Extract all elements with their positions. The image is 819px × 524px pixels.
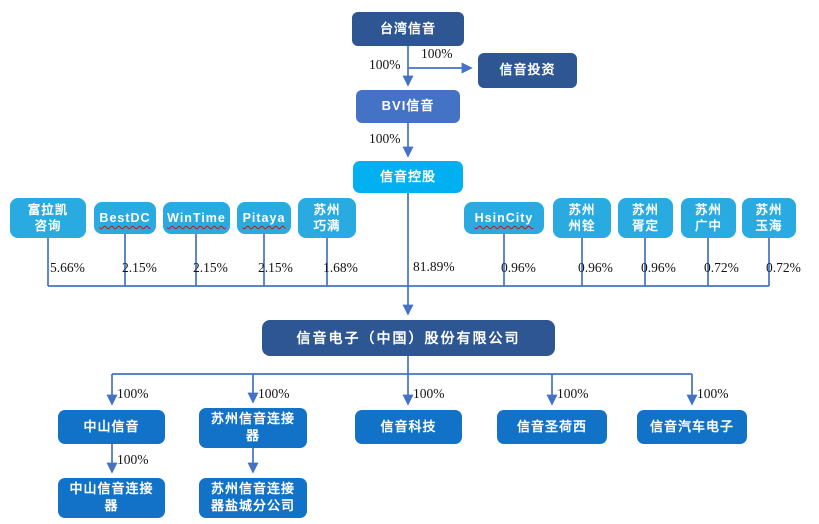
ownership-pct-label: 5.66%	[50, 260, 85, 275]
node-main-company: 信音电子（中国）股份有限公司	[262, 320, 555, 356]
node-subsidiary-xinyin-automotive: 信音汽车电子	[637, 410, 747, 444]
node-xinyin-holding: 信音控股	[353, 161, 463, 193]
ownership-pct-label: 81.89%	[413, 259, 455, 274]
node-label: 器	[245, 428, 260, 443]
ownership-pct-label: 100%	[369, 131, 401, 146]
node-shareholder-bestdc: BestDC	[94, 202, 156, 234]
ownership-pct-label: 100%	[413, 386, 445, 401]
ownership-pct-label: 0.96%	[501, 260, 536, 275]
node-label: 器	[104, 498, 119, 513]
node-label: 器盐城分公司	[210, 498, 295, 513]
node-label: 信音电子（中国）股份有限公司	[296, 329, 521, 346]
ownership-pct-label: 100%	[697, 386, 729, 401]
node-shareholder-suzhou-guangzhong: 苏州 广中	[681, 198, 736, 238]
ownership-pct-label: 2.15%	[122, 260, 157, 275]
node-label: 胥定	[631, 219, 659, 233]
node-label: 苏州	[313, 202, 341, 217]
node-label: 玉海	[755, 219, 783, 233]
ownership-pct-label: 0.72%	[704, 260, 739, 275]
node-label: 信音科技	[380, 418, 437, 434]
node-xinyin-investment: 信音投资	[478, 53, 577, 88]
node-label: 信音圣荷西	[516, 418, 587, 434]
ownership-pct-label: 100%	[117, 452, 149, 467]
node-subsidiary-suzhou-xinyin-connector: 苏州信音连接 器	[199, 408, 307, 448]
node-taiwan-xinyin: 台湾信音	[352, 12, 464, 46]
node-label: 州铨	[568, 219, 596, 233]
ownership-pct-label: 1.68%	[323, 260, 358, 275]
node-shareholder-suzhou-xuding: 苏州 胥定	[618, 198, 673, 238]
node-shareholder-fulakai: 富拉凯 咨询	[10, 198, 86, 238]
node-label: 咨询	[34, 219, 62, 233]
node-label: 苏州信音连接	[210, 481, 295, 497]
node-label: 中山信音连接	[69, 481, 154, 497]
ownership-pct-label: 0.96%	[578, 260, 613, 275]
node-shareholder-suzhou-zhouquan: 苏州 州铨	[553, 198, 611, 238]
node-shareholder-wintime: WinTime	[163, 202, 230, 234]
ownership-pct-label: 100%	[258, 386, 290, 401]
node-label: 信音控股	[379, 168, 436, 184]
ownership-pct-label: 100%	[117, 386, 149, 401]
node-label: HsinCity	[474, 210, 534, 225]
ownership-pct-label: 0.72%	[766, 260, 801, 275]
node-subsidiary-xinyin-technology: 信音科技	[355, 410, 462, 444]
node-label: 苏州	[694, 202, 722, 217]
node-label: 苏州	[568, 202, 596, 217]
node-bvi-xinyin: BVI信音	[356, 90, 460, 123]
node-label: 苏州	[755, 202, 783, 217]
ownership-pct-label: 100%	[421, 46, 453, 61]
ownership-pct-label: 0.96%	[641, 260, 676, 275]
node-subsubsidiary-yancheng-branch: 苏州信音连接 器盐城分公司	[199, 478, 307, 518]
node-label: BVI信音	[381, 98, 435, 114]
node-shareholder-suzhou-qiaoman: 苏州 巧满	[298, 198, 356, 238]
node-label: 广中	[694, 219, 722, 233]
node-label: 苏州信音连接	[210, 411, 295, 427]
node-shareholder-suzhou-yuhai: 苏州 玉海	[742, 198, 796, 238]
node-subsidiary-zhongshan-xinyin: 中山信音	[58, 410, 165, 444]
node-label: WinTime	[167, 210, 226, 225]
node-label: 中山信音	[83, 418, 140, 434]
node-label: Pitaya	[242, 210, 286, 225]
node-subsidiary-xinyin-shenghexi: 信音圣荷西	[497, 410, 607, 444]
node-shareholder-pitaya: Pitaya	[237, 202, 291, 234]
node-label: 信音投资	[499, 62, 556, 78]
node-label: 巧满	[313, 219, 341, 233]
ownership-pct-label: 2.15%	[193, 260, 228, 275]
node-label: BestDC	[99, 210, 151, 225]
ownership-pct-label: 2.15%	[258, 260, 293, 275]
node-subsubsidiary-zhongshan-xinyin-connector: 中山信音连接 器	[58, 478, 165, 518]
node-label: 台湾信音	[379, 20, 436, 36]
node-label: 富拉凯	[27, 202, 69, 217]
node-label: 苏州	[631, 202, 659, 217]
node-label: 信音汽车电子	[649, 418, 734, 434]
ownership-pct-label: 100%	[369, 57, 401, 72]
node-shareholder-hsincity: HsinCity	[464, 202, 544, 234]
ownership-pct-label: 100%	[557, 386, 589, 401]
